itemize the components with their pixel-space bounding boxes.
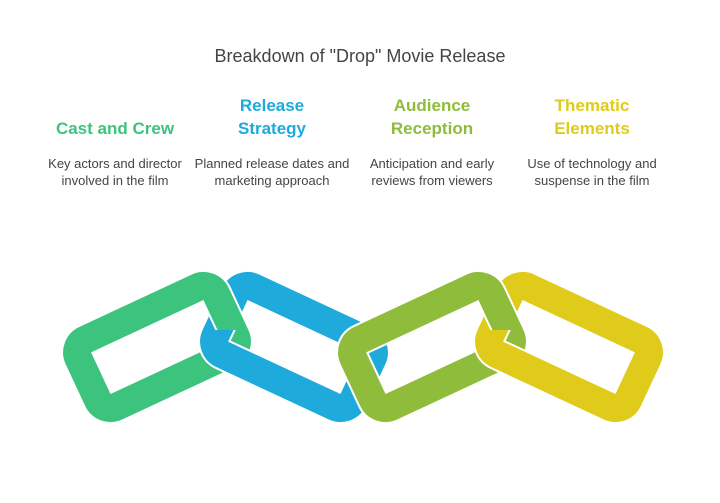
item-heading: Thematic Elements <box>554 96 630 138</box>
item-description: Use of technology and suspense in the fi… <box>527 156 657 188</box>
item-heading: Release Strategy <box>237 96 307 138</box>
item-description: Anticipation and early reviews from view… <box>369 156 495 188</box>
item-release-strategy: Release Strategy Planned release dates a… <box>193 92 351 189</box>
item-cast-and-crew: Cast and Crew Key actors and director in… <box>35 92 195 189</box>
item-audience-reception: Audience Reception Anticipation and earl… <box>352 92 512 189</box>
item-description: Key actors and director involved in the … <box>48 156 182 188</box>
item-heading: Cast and Crew <box>55 119 175 138</box>
diagram-title: Breakdown of "Drop" Movie Release <box>214 46 506 66</box>
item-description: Planned release dates and marketing appr… <box>194 156 350 188</box>
chain-link-3 <box>475 269 528 330</box>
item-heading: Audience Reception <box>390 96 474 138</box>
chain-link-1 <box>200 269 253 330</box>
item-thematic-elements: Thematic Elements Use of technology and … <box>512 92 672 189</box>
